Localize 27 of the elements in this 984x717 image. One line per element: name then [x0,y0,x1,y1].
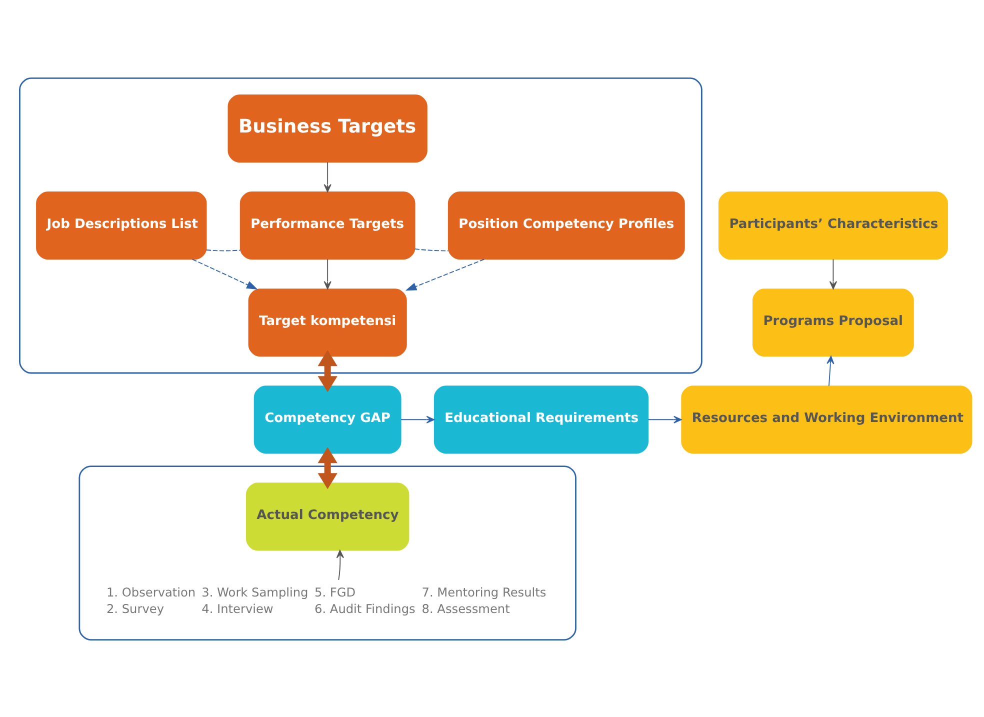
node-box: Competency GAP [254,385,402,454]
arrow [336,549,344,580]
node-box: Educational Requirements [434,385,648,454]
node-box: Resources and Working Environment [681,385,972,454]
cluster [78,465,576,640]
node-box: Target kompetensi [248,288,407,356]
node-box: Programs Proposal [752,288,914,356]
arrow [318,350,338,392]
cluster [19,77,702,374]
arrow [826,355,834,386]
arrow [192,258,258,289]
node-box: Performance Targets [240,191,416,260]
arrow [648,415,682,423]
arrow [400,415,435,423]
node-box: Participants’ Characteristics [718,191,948,260]
node-box: Position Competency Profiles [448,191,685,260]
arrow [405,258,485,290]
node-box: Job Descriptions List [36,191,207,260]
connector [414,248,449,251]
arrow [318,446,338,489]
node-box: Business Targets [228,94,428,162]
node-text: 1. Observation 3. Work Sampling 5. FGD 7. Mentoring Results 2. Survey 4. Interview 6. Audit Findings 8. Assessment [106,584,546,616]
arrow [829,258,838,289]
node-box: Actual Competency [246,482,410,550]
connector [206,249,241,251]
arrow [324,258,332,289]
arrow [324,161,332,192]
